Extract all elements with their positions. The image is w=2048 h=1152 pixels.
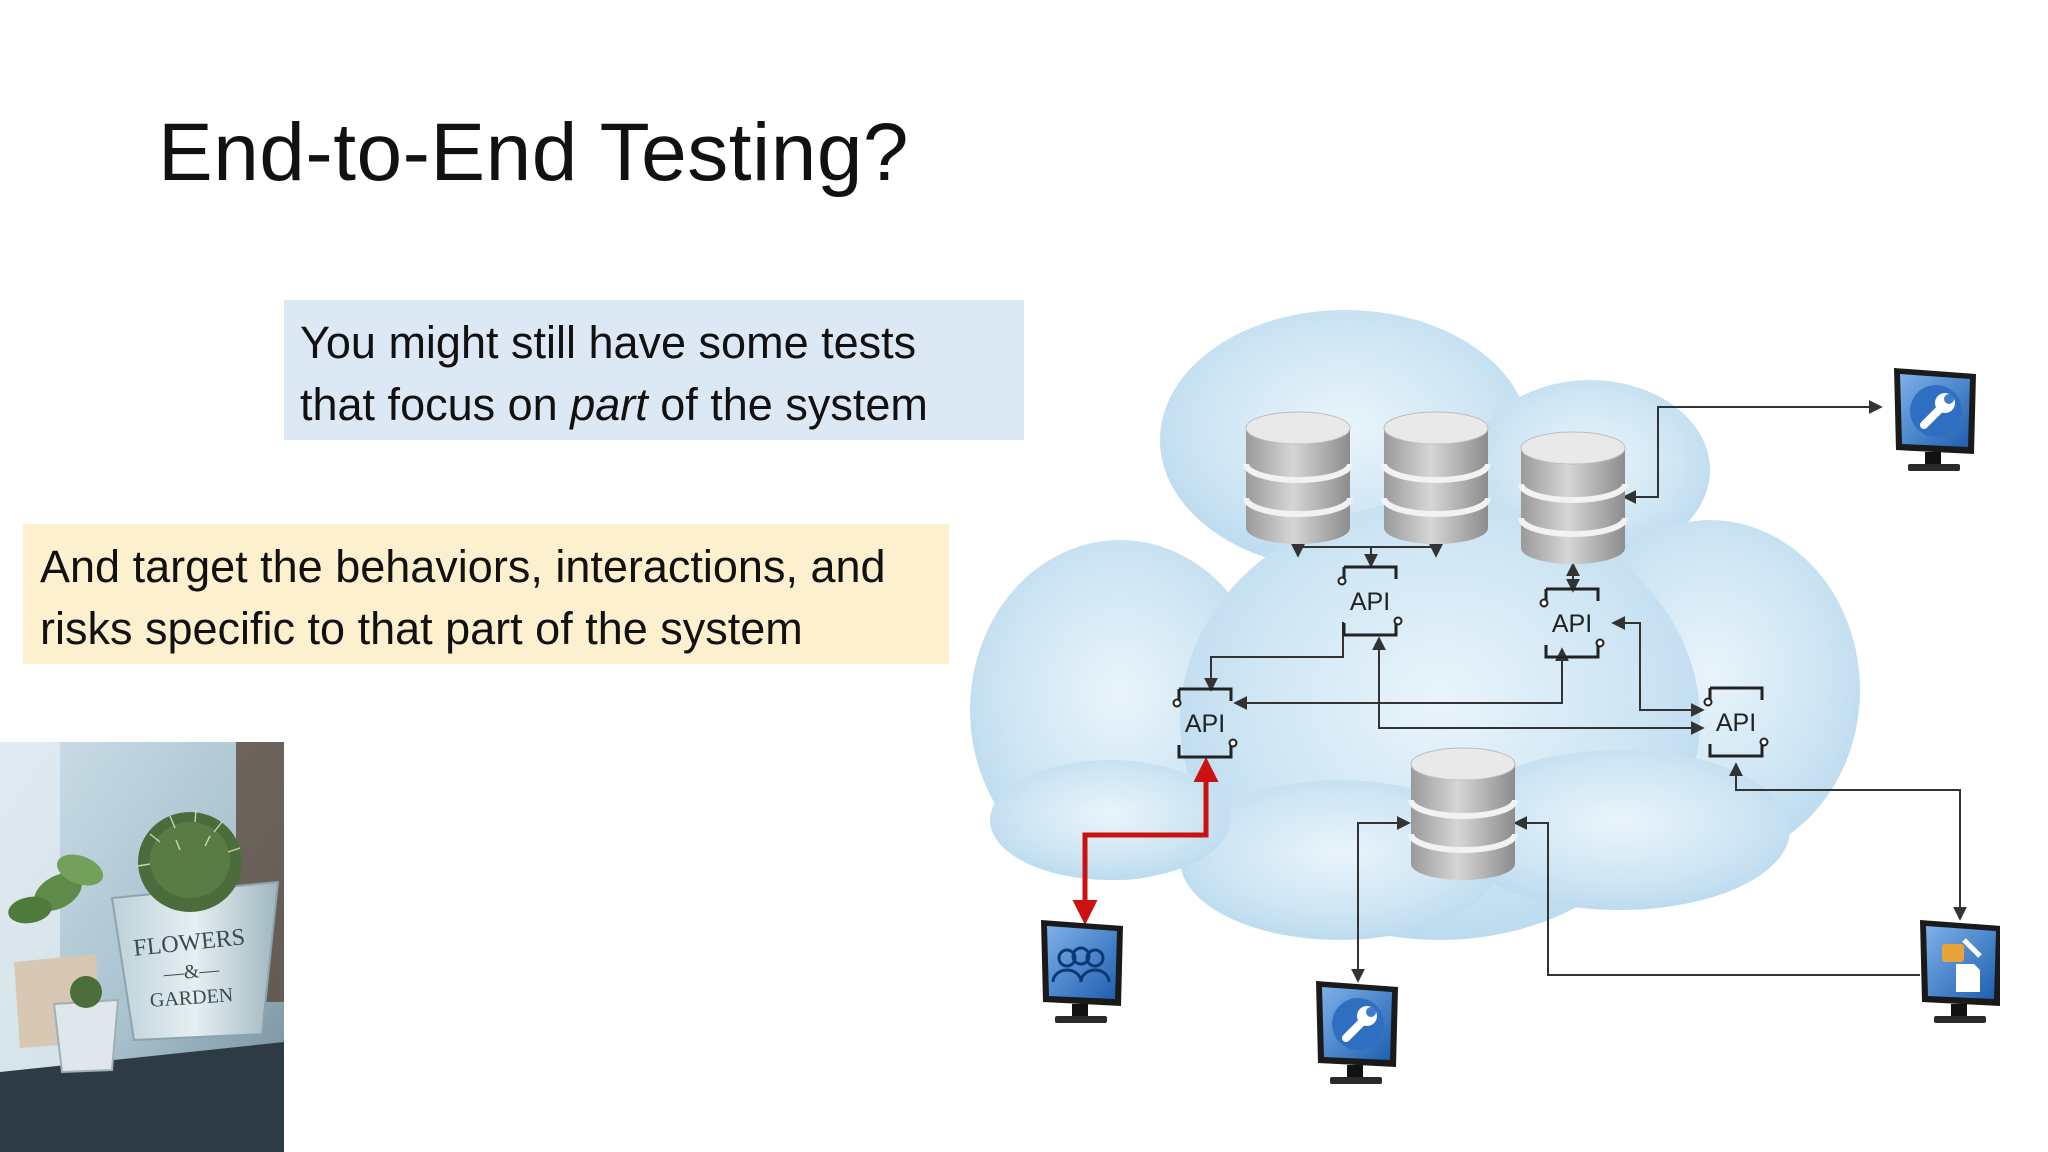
api-label: API: [1350, 588, 1390, 616]
callout-partial-tests-line2-prefix: that focus on: [300, 379, 571, 430]
database-icon: [1411, 748, 1515, 880]
wrench-monitor-icon: [1894, 368, 1976, 471]
db-monitor-connector: [1513, 816, 1920, 976]
database-icon: [1521, 432, 1625, 564]
db-api-connector: [1291, 543, 1443, 558]
callout-partial-tests-emphasis: part: [570, 379, 648, 430]
api-label: API: [1552, 610, 1592, 638]
api-gateway-icon: API: [1703, 686, 1769, 758]
api-gateway-icon: API: [1172, 687, 1238, 759]
callout-target-behaviors-line2: risks specific to that part of the syste…: [40, 603, 803, 654]
api-gateway-icon: API: [1539, 587, 1605, 659]
database-icon: [1384, 412, 1488, 544]
api-monitor-connector: [1729, 762, 1967, 921]
callout-target-behaviors-line1: And target the behaviors, interactions, …: [40, 541, 886, 592]
database-icon: [1246, 412, 1350, 544]
users-monitor-icon: [1041, 920, 1123, 1023]
api-label: API: [1185, 710, 1225, 738]
slide-title: End-to-End Testing?: [158, 107, 910, 198]
wrench-monitor-icon: [1316, 981, 1398, 1084]
system-architecture-diagram: API API API API: [960, 296, 2000, 1096]
callout-target-behaviors: And target the behaviors, interactions, …: [23, 524, 949, 664]
callout-partial-tests-line2: that focus on part of the system: [300, 374, 1008, 436]
pot-text-line2: —&—: [162, 959, 221, 986]
api-label: API: [1716, 709, 1756, 737]
api-api-connector: [1372, 636, 1705, 735]
cactus-photo: FLOWERS —&— GARDEN: [0, 742, 284, 1152]
files-monitor-icon: [1920, 920, 2000, 1023]
db-monitor-connector: [1622, 400, 1883, 504]
callout-partial-tests: You might still have some tests that foc…: [284, 300, 1024, 440]
callout-partial-tests-line1: You might still have some tests: [300, 317, 917, 368]
callout-partial-tests-line2-suffix: of the system: [647, 379, 928, 430]
highlighted-test-path: [1072, 757, 1219, 925]
db-monitor-connector: [1351, 816, 1411, 983]
api-api-connector: [1611, 616, 1705, 717]
api-gateway-icon: API: [1337, 565, 1403, 637]
